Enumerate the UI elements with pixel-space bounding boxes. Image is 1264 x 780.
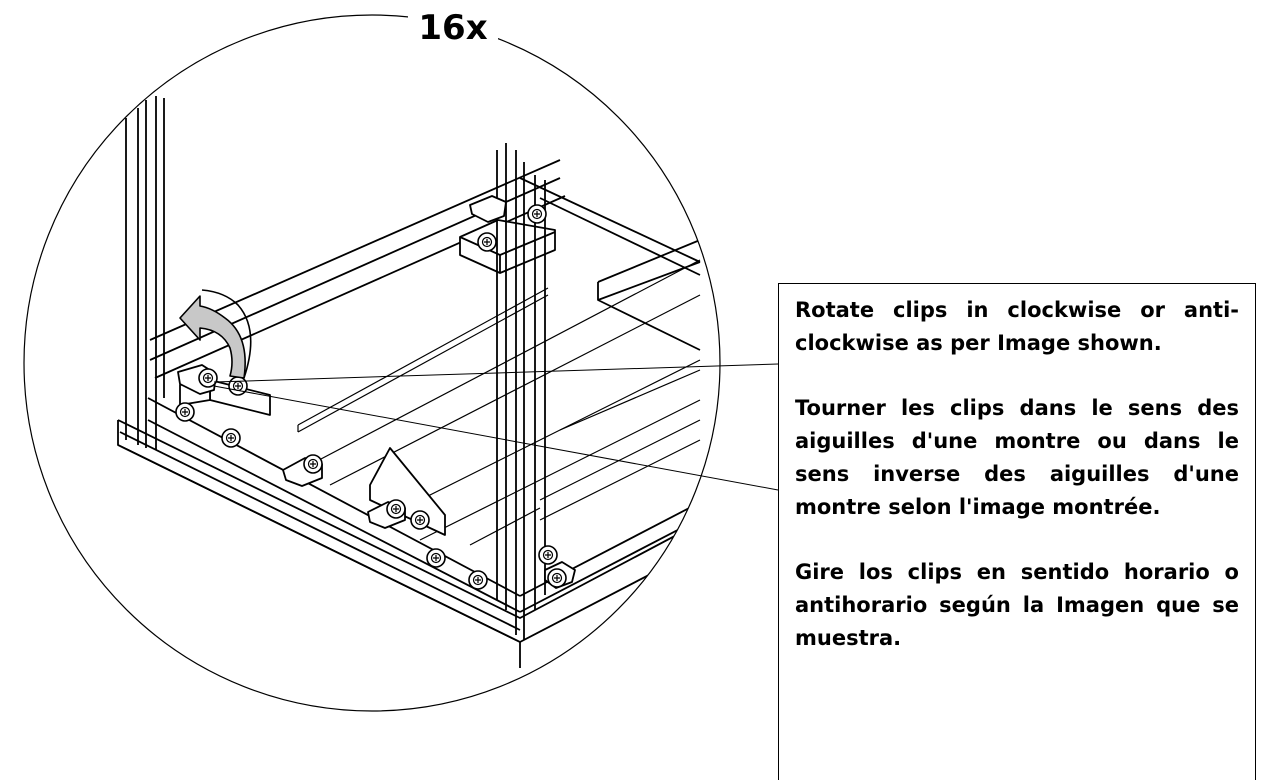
left-post — [125, 96, 165, 450]
instruction-spanish: Gire los clips en sentido horario o anti… — [795, 560, 1239, 650]
quantity-label: 16x — [408, 4, 498, 52]
rotate-arrow-icon — [179, 289, 252, 379]
instruction-english: Rotate clips in clockwise or anti-clockw… — [795, 298, 1239, 355]
leader-lines — [213, 363, 779, 491]
instruction-french: Tourner les clips dans le sens des aigui… — [795, 396, 1239, 519]
instruction-box: Rotate clips in clockwise or anti-clockw… — [778, 283, 1256, 780]
detail-circle — [23, 14, 721, 712]
center-post — [496, 143, 546, 640]
